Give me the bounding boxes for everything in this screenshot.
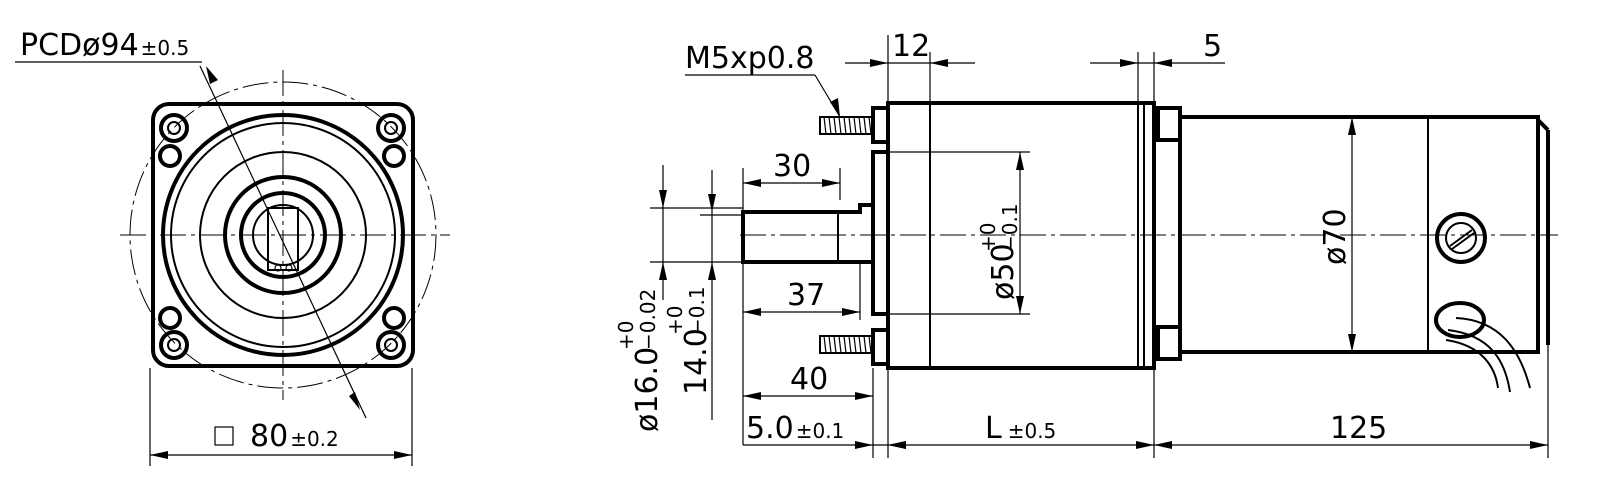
dim-125-arrow [1154, 441, 1172, 449]
motor-mount-bottom [1156, 325, 1182, 361]
dim-50-label: ø50 [986, 243, 1021, 300]
flange-nut-bottom [871, 328, 890, 366]
pcd-arrow [349, 392, 360, 410]
front-view: PCDø94±0.5 80±0.2 [15, 28, 450, 466]
dim-14-arrow [708, 194, 716, 212]
width-arrow-left [150, 451, 168, 459]
side-view: 12 5 M5xp0.8 30 37 40 5.0±0.1 [614, 29, 1558, 458]
dim-L-arrow [1136, 441, 1154, 449]
mounting-bolt-top-right [376, 113, 406, 168]
dim-30-arrow [822, 179, 840, 187]
dim-125-label: 125 [1330, 411, 1387, 446]
dim-30-label: 30 [773, 149, 811, 184]
dim-37-arrow [743, 308, 761, 316]
dim-50-arrow [1016, 296, 1024, 314]
square-symbol [214, 426, 234, 446]
mounting-bolt-bottom-left [158, 306, 189, 360]
dim-14-tol-upper: +0 [663, 306, 687, 335]
dim-5-label: 5 [1203, 29, 1222, 64]
dim-70-arrow [1348, 334, 1356, 352]
thread-stud-bottom [819, 335, 874, 354]
dim-12-arrow [870, 59, 888, 67]
flange-nut-top [871, 106, 890, 144]
dim-125-arrow [1530, 441, 1548, 449]
dim-50-arrow [1016, 152, 1024, 170]
dim-5-arrow [1120, 59, 1138, 67]
dim-16-arrow [659, 190, 667, 208]
dim-37-label: 37 [787, 278, 825, 313]
thread-label: M5xp0.8 [685, 41, 814, 76]
cable-icon [1434, 301, 1531, 393]
mounting-bolt-top-left [158, 113, 189, 168]
dim-70-label: ø70 [1318, 208, 1353, 265]
dim-16-tol-lower: −0.02 [636, 289, 660, 350]
gearbox-pilot [871, 150, 890, 316]
shaft-mark [285, 264, 293, 272]
dim-16-tol-upper: +0 [614, 321, 638, 350]
motor-chamfer [1536, 118, 1550, 132]
dim-16-arrow [659, 262, 667, 280]
dim-L-arrow [888, 441, 906, 449]
dim-12-label: 12 [892, 29, 930, 64]
motor-mount-top [1156, 106, 1182, 142]
pcd-arrow [206, 66, 218, 84]
dim-30-arrow [743, 179, 761, 187]
dim-L-label: L±0.5 [985, 411, 1056, 446]
dim-50-tol-upper: +0 [976, 223, 1000, 252]
mounting-bolt-bottom-right [376, 306, 406, 360]
pcd-label: PCDø94±0.5 [20, 28, 189, 63]
dim-12-arrow [930, 59, 948, 67]
dim-5p0-arrow [855, 441, 873, 449]
width-label: 80±0.2 [250, 419, 339, 454]
dim-14-tol-lower: −0.1 [685, 286, 709, 335]
dim-50-tol-lower: −0.1 [998, 203, 1022, 252]
dim-40-arrow [855, 392, 873, 400]
width-arrow-right [394, 451, 412, 459]
dim-40-arrow [743, 392, 761, 400]
thread-arrow [830, 98, 840, 117]
dim-5p0-label: 5.0±0.1 [746, 411, 844, 446]
dim-5-arrow [1154, 59, 1172, 67]
pcd-leader-line [199, 65, 367, 419]
dim-37-arrow [842, 308, 860, 316]
shaft-mark [274, 264, 282, 272]
dim-16-label: ø16.0 [630, 347, 665, 432]
thread-stud-top [819, 116, 874, 135]
dim-14-arrow [708, 262, 716, 280]
terminal-screw-icon [1435, 212, 1487, 264]
output-shaft [741, 203, 875, 264]
dim-14-label: 14.0 [679, 328, 714, 395]
dim-70-arrow [1348, 117, 1356, 135]
dim-40-label: 40 [790, 362, 828, 397]
